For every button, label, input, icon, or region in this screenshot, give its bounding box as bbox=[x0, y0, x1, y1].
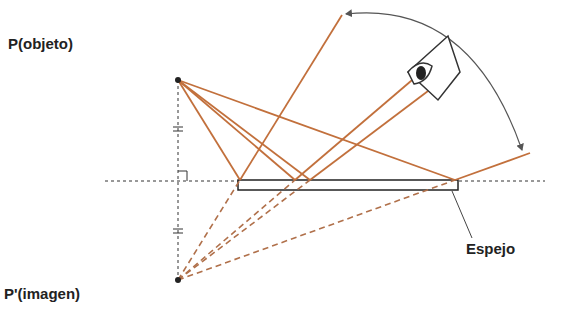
right-angle-mark bbox=[178, 171, 187, 181]
object-point bbox=[175, 77, 181, 83]
image-point bbox=[175, 277, 181, 283]
mirror-label: Espejo bbox=[466, 241, 515, 258]
view-arc-head bbox=[346, 13, 522, 150]
equal-tick bbox=[173, 229, 183, 230]
reflected-rays bbox=[240, 15, 530, 180]
equal-tick bbox=[173, 131, 183, 132]
image-label: P'(imagen) bbox=[4, 286, 80, 303]
normal-line bbox=[178, 80, 179, 280]
object-label: P(objeto) bbox=[8, 36, 73, 53]
equal-tick bbox=[173, 127, 183, 128]
leader-line bbox=[452, 191, 472, 238]
equal-tick bbox=[173, 233, 183, 234]
eye-icon bbox=[408, 36, 460, 100]
view-arc bbox=[346, 13, 522, 150]
incident-rays bbox=[178, 80, 455, 180]
mirror bbox=[238, 180, 458, 190]
virtual-rays bbox=[178, 180, 455, 280]
